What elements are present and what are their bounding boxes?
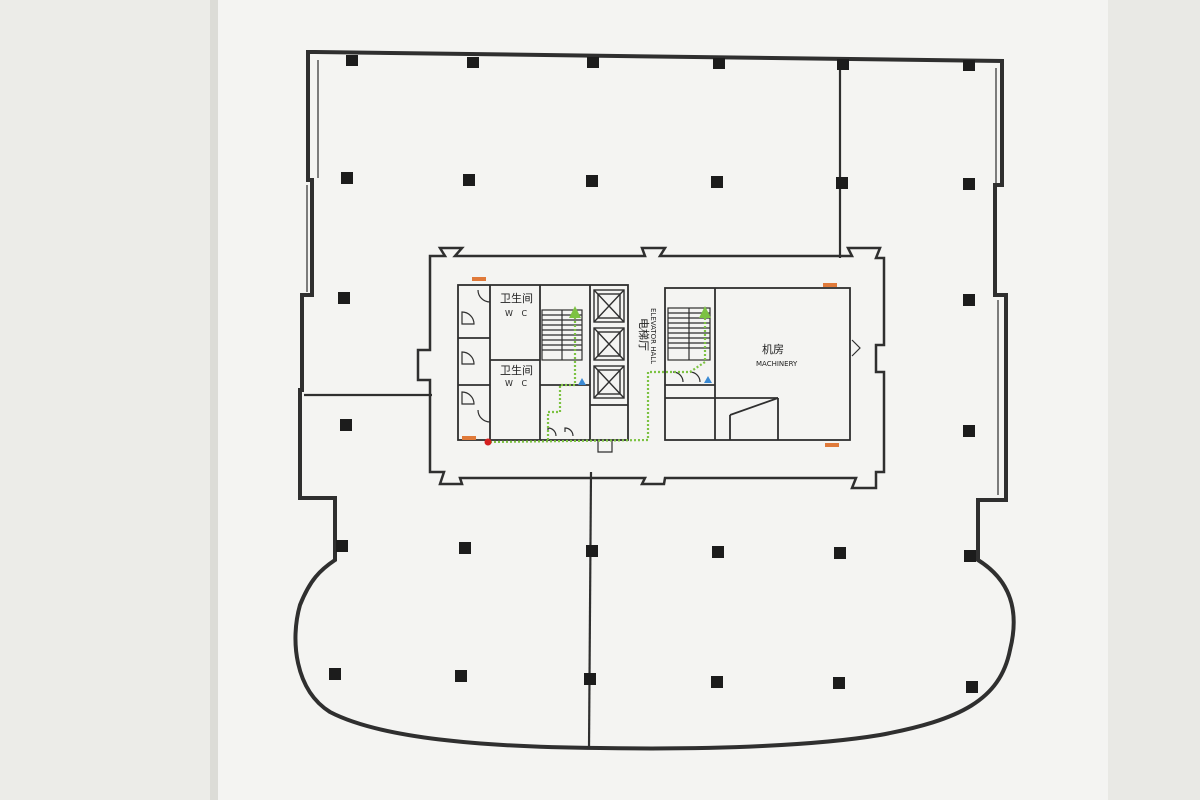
wc-upper-label: 卫生间 xyxy=(500,291,533,305)
fire-equipment-icon xyxy=(462,436,476,440)
column-icon xyxy=(712,546,724,558)
facade-glazing xyxy=(306,60,999,495)
column-icon xyxy=(467,57,479,68)
elevator-icon xyxy=(593,365,625,399)
elevator-icon xyxy=(593,327,625,361)
column-icon xyxy=(963,294,975,306)
right-core-rooms xyxy=(664,287,851,441)
evacuation-arrows xyxy=(569,306,711,318)
fire-equipment-icon xyxy=(825,443,839,447)
column-icon xyxy=(964,550,976,562)
fire-equipment-icon xyxy=(472,277,486,281)
door-swings xyxy=(461,289,861,453)
column-icon xyxy=(836,177,848,189)
paper-right-edge xyxy=(1108,0,1200,800)
elevator-hall-label: 电梯厅 xyxy=(637,318,650,351)
column-icon xyxy=(963,178,975,190)
exit-markers xyxy=(578,376,712,385)
column-icon xyxy=(329,668,341,680)
evacuation-arrow-icon xyxy=(699,306,711,318)
elevator-icon xyxy=(593,289,625,323)
columns xyxy=(329,55,978,693)
column-icon xyxy=(338,292,350,304)
fire-equipment xyxy=(462,277,839,447)
fire-equipment-icon xyxy=(823,283,837,287)
paper-left-edge xyxy=(0,0,215,800)
column-icon xyxy=(587,57,599,68)
exit-marker-icon xyxy=(578,378,586,385)
wc-lower-label: 卫生间 xyxy=(500,363,533,377)
machinery-label: 机房 xyxy=(762,342,784,356)
column-icon xyxy=(837,59,849,70)
column-icon xyxy=(459,542,471,554)
column-icon xyxy=(963,60,975,71)
plan-sheet xyxy=(218,0,1108,800)
you-are-here-icon xyxy=(484,438,492,446)
column-icon xyxy=(711,176,723,188)
elevator-hall-sublabel: ELEVATOR HALL xyxy=(649,308,657,364)
column-icon xyxy=(340,419,352,431)
left-core-rooms xyxy=(457,284,629,441)
column-icon xyxy=(963,425,975,437)
column-icon xyxy=(713,58,725,69)
wc-lower-sublabel: W C xyxy=(505,379,530,388)
column-icon xyxy=(463,174,475,186)
paper-fold xyxy=(210,0,218,800)
column-icon xyxy=(966,681,978,693)
column-icon xyxy=(336,540,348,552)
partitions xyxy=(304,62,842,749)
wc-upper-sublabel: W C xyxy=(505,309,530,318)
evacuation-arrow-icon xyxy=(569,306,581,318)
column-icon xyxy=(455,670,467,682)
column-icon xyxy=(833,677,845,689)
evacuation-route xyxy=(489,318,707,444)
machinery-sublabel: MACHINERY xyxy=(756,360,798,368)
exit-marker-icon xyxy=(704,376,712,383)
outer-wall xyxy=(293,50,1016,751)
core-wall xyxy=(416,246,886,490)
column-icon xyxy=(584,673,596,685)
column-icon xyxy=(341,172,353,184)
column-icon xyxy=(346,55,358,66)
column-icon xyxy=(834,547,846,559)
column-icon xyxy=(711,676,723,688)
column-icon xyxy=(586,175,598,187)
column-icon xyxy=(586,545,598,557)
